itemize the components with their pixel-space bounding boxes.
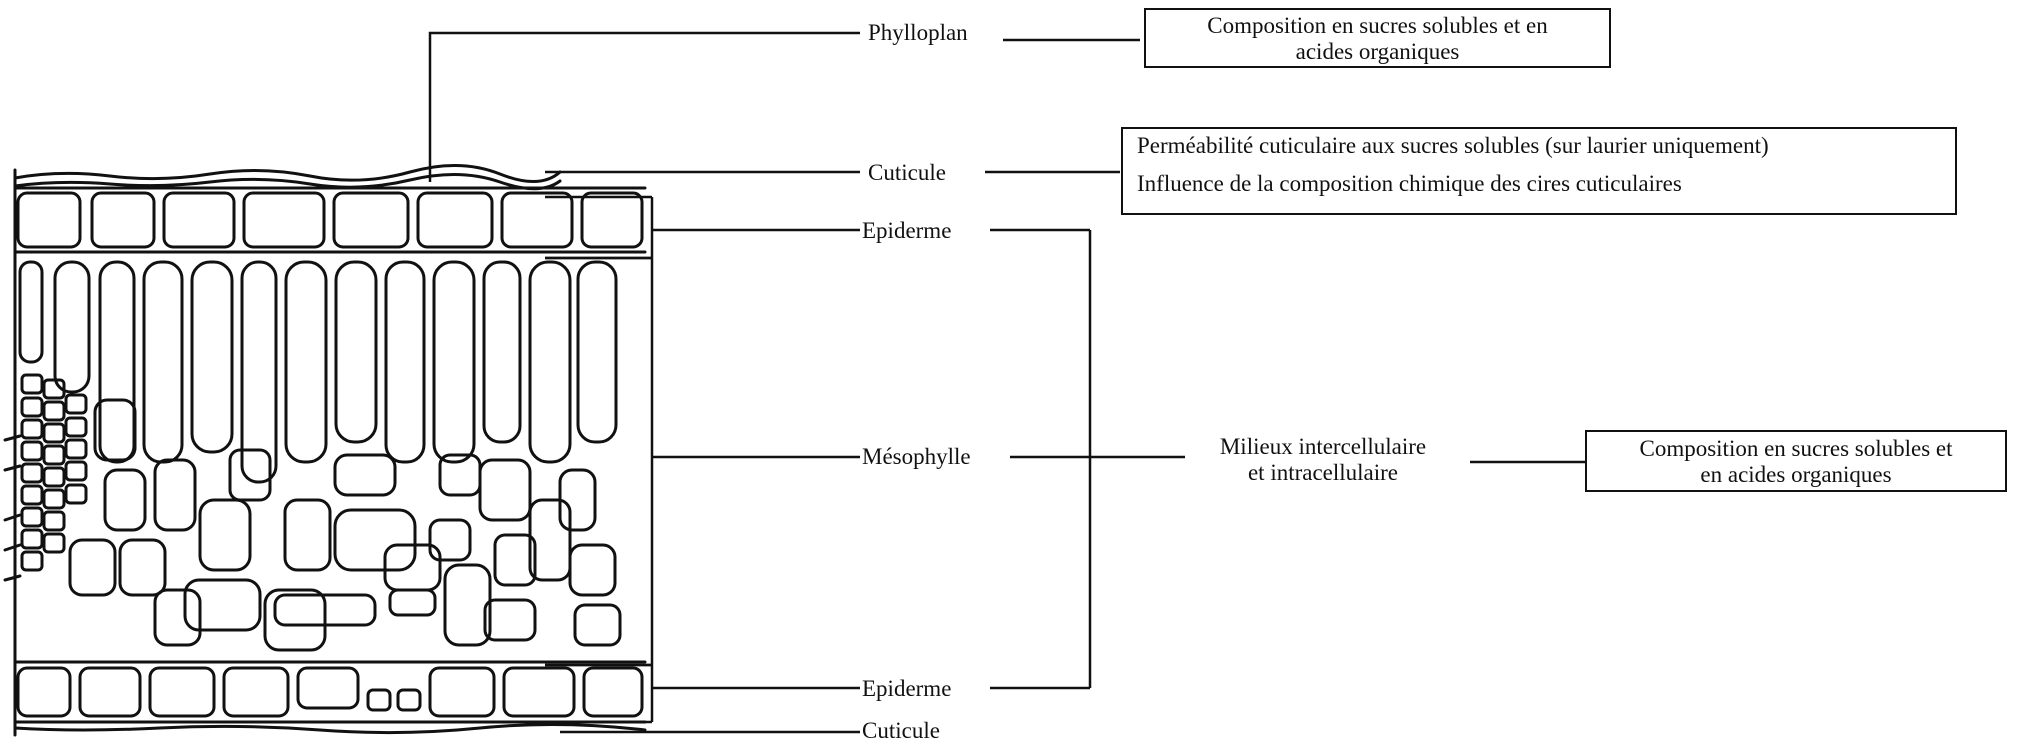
spongy-cells (68, 398, 622, 652)
cuticule-box: Perméabilité cuticulaire aux sucres solu… (1121, 127, 1957, 215)
milieux-box: Composition en sucres solubles et en aci… (1585, 430, 2007, 492)
label-milieux-line1: Milieux intercellulaire (1219, 434, 1427, 459)
upper-cuticle-outer (13, 173, 562, 191)
milieux-box-line1: Composition en sucres solubles et (1639, 436, 1953, 461)
label-epiderme-top: Epiderme (862, 218, 952, 243)
label-milieux-line2: et intracellulaire (1247, 460, 1399, 485)
lower-epidermis (16, 666, 644, 718)
cuticule-box-line1: Perméabilité cuticulaire aux sucres solu… (1137, 133, 1769, 158)
palisade-cells (18, 260, 618, 484)
label-mesophylle: Mésophylle (862, 444, 971, 469)
milieux-box-line2: en acides organiques (1700, 462, 1892, 487)
phylloplan-box: Composition en sucres solubles et en aci… (1144, 8, 1611, 68)
vein-cells (20, 373, 88, 572)
lower-cuticle (13, 722, 647, 735)
upper-cuticle (13, 164, 562, 184)
cuticule-box-line2: Influence de la composition chimique des… (1137, 171, 1682, 196)
label-epiderme-bottom: Epiderme (862, 676, 952, 701)
label-milieux: Milieux intercellulaire et intracellulai… (1188, 434, 1458, 486)
label-phylloplan: Phylloplan (868, 20, 968, 45)
phylloplan-box-line2: acides organiques (1295, 39, 1460, 64)
phylloplan-box-line1: Composition en sucres solubles et en (1207, 13, 1548, 38)
label-cuticule-bottom: Cuticule (862, 718, 940, 743)
connector-lines (428, 31, 1585, 734)
label-cuticule-top: Cuticule (868, 160, 946, 185)
upper-epidermis (16, 191, 644, 249)
